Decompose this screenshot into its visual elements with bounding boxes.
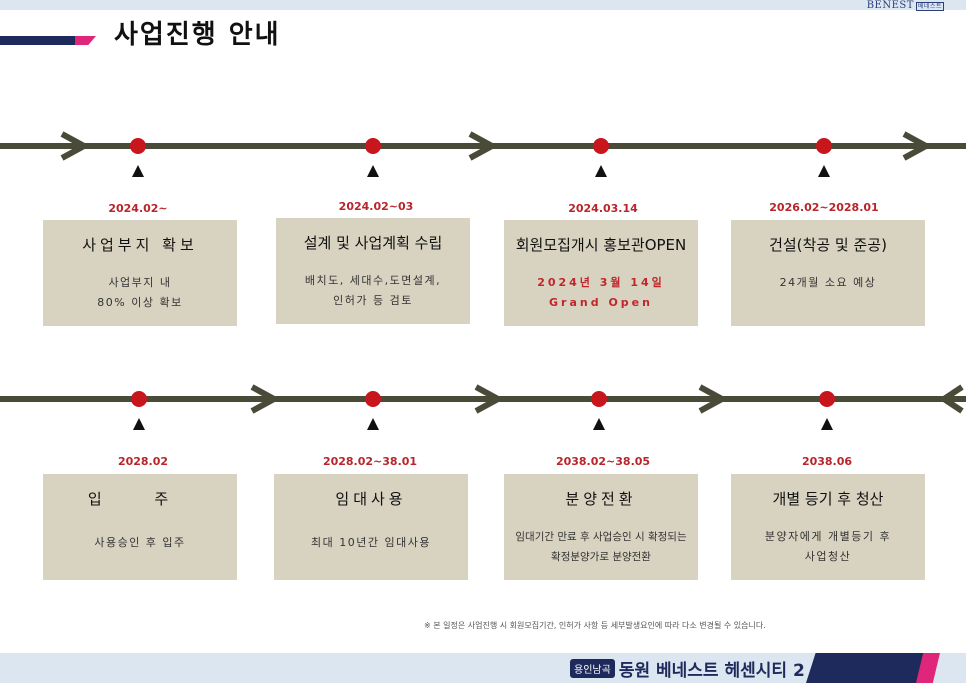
milestone-box-rental-use: 임대사용 최대 10년간 임대사용 — [274, 474, 468, 580]
milestone-title: 설계 및 사업계획 수립 — [303, 234, 443, 252]
milestone-title: 분양전환 — [565, 490, 637, 508]
arrow-chevron-icon — [902, 131, 933, 161]
milestone-desc: 24개월 소요 예상 — [779, 276, 877, 289]
top-bar — [0, 0, 966, 10]
milestone-desc: 최대 10년간 임대사용 — [311, 536, 431, 549]
title-accent-bar — [0, 36, 96, 45]
milestone-title: 임대사용 — [335, 490, 407, 508]
milestone-dot — [819, 391, 835, 407]
milestone-dot — [591, 391, 607, 407]
milestone-title: 건설(착공 및 준공) — [769, 236, 887, 254]
bottom-bar — [0, 653, 966, 683]
milestone-dot — [365, 391, 381, 407]
milestone-date: 2028.02 — [117, 455, 169, 468]
arrow-chevron-icon — [938, 384, 964, 414]
pointer-triangle-icon — [367, 418, 379, 430]
footer-badge: 용인남곡 — [570, 658, 615, 678]
milestone-desc: 배치도, 세대수,도면설계,인허가 등 검토 — [304, 274, 442, 307]
arrow-chevron-icon — [474, 384, 505, 414]
pointer-triangle-icon — [818, 165, 830, 177]
milestone-date: 2038.02~38.05 — [555, 455, 651, 468]
footer-project-name: 동원 베네스트 헤센시티 2 — [618, 660, 805, 681]
arrow-chevron-icon — [468, 131, 499, 161]
pointer-triangle-icon — [367, 165, 379, 177]
arrow-chevron-icon — [250, 384, 281, 414]
milestone-date: 2038.06 — [801, 455, 853, 468]
pointer-triangle-icon — [593, 418, 605, 430]
milestone-dot — [131, 391, 147, 407]
milestone-box-move-in: 입 주 사용승인 후 입주 — [43, 474, 237, 580]
milestone-date: 2024.02~03 — [338, 200, 414, 213]
milestone-box-design-planning: 설계 및 사업계획 수립 배치도, 세대수,도면설계,인허가 등 검토 — [276, 218, 470, 324]
milestone-desc: 사용승인 후 입주 — [94, 536, 186, 549]
milestone-title: 입 주 — [87, 490, 193, 508]
milestone-dot — [365, 138, 381, 154]
pointer-triangle-icon — [133, 418, 145, 430]
arrow-chevron-icon — [60, 131, 91, 161]
milestone-title: 개별 등기 후 청산 — [772, 490, 884, 508]
milestone-dot — [130, 138, 146, 154]
pointer-triangle-icon — [595, 165, 607, 177]
pointer-triangle-icon — [132, 165, 144, 177]
milestone-date: 2026.02~2028.01 — [769, 201, 879, 214]
milestone-dot — [593, 138, 609, 154]
page-title: 사업진행 안내 — [114, 20, 281, 50]
milestone-dot — [816, 138, 832, 154]
milestone-title: 사업부지 확보 — [82, 236, 198, 254]
milestone-title: 회원모집개시 홍보관OPEN — [515, 236, 687, 254]
schedule-note: ※ 본 일정은 사업진행 시 회원모집기간, 인허가 사항 등 세부발생요인에 … — [424, 621, 766, 630]
milestone-date: 2028.02~38.01 — [322, 455, 418, 468]
footer-logo: 용인남곡 동원 베네스트 헤센시티 2 — [570, 656, 805, 681]
milestone-box-construction: 건설(착공 및 준공) 24개월 소요 예상 — [731, 220, 925, 326]
footer-stripe-navy — [806, 653, 926, 683]
arrow-chevron-icon — [698, 384, 729, 414]
pointer-triangle-icon — [821, 418, 833, 430]
milestone-date: 2024.03.14 — [568, 202, 638, 215]
milestone-date: 2024.02~ — [108, 202, 168, 215]
